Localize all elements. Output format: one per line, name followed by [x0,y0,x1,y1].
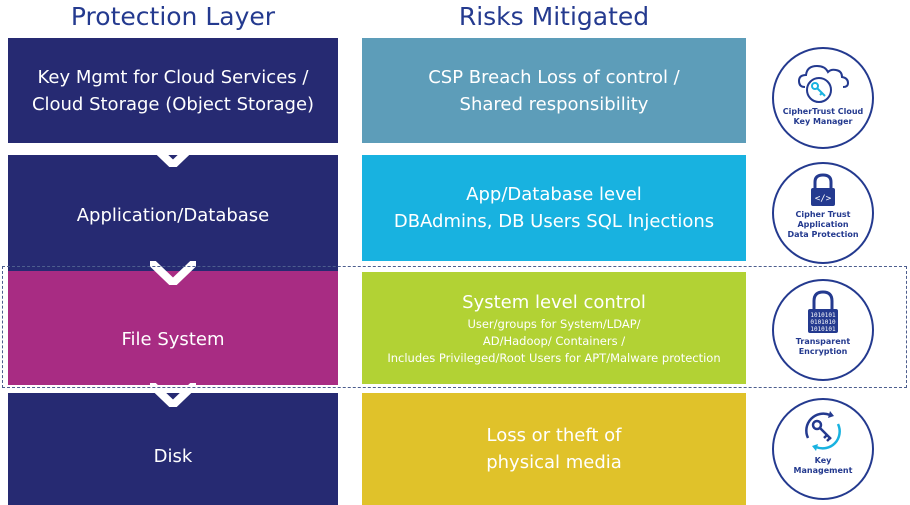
chevron-down-icon [150,143,196,167]
badge-label: Cipher Trust Application Data Protection [787,210,859,239]
layer-label-line1: Key Mgmt for Cloud Services / [37,66,309,88]
badge-label: CipherTrust Cloud Key Manager [782,107,864,126]
badge-transparent-encryption: 1010101 0101010 1010101 Transparent Encr… [772,279,874,381]
badge-label: Key Management [793,456,853,475]
risk-line2: Shared responsibility [459,93,649,115]
risk-line1: Loss or theft of [486,425,622,446]
risk-system-level: System level control User/groups for Sys… [362,272,746,384]
layer-file-system: File System [8,271,338,385]
svg-text:0101010: 0101010 [810,319,836,326]
chevron-down-icon [150,383,196,407]
layer-label-line2: Cloud Storage (Object Storage) [31,93,315,115]
cloud-key-icon [797,64,850,103]
layer-disk: Disk [8,393,338,505]
svg-text:</>: </> [815,194,832,204]
code-lock-icon: </> [811,173,835,206]
risk-line1: CSP Breach Loss of control / [428,66,680,88]
protection-layer-header: Protection Layer [70,2,276,31]
key-cycle-icon [805,411,841,451]
risk-physical-media: Loss or theft of physical media [362,393,746,505]
layer-label: File System [121,328,225,350]
svg-text:1010101: 1010101 [810,326,836,333]
file-system-highlight-frame [2,266,907,388]
layer-label: Application/Database [76,204,270,226]
layer-cloud-key-mgmt: Key Mgmt for Cloud Services / Cloud Stor… [8,38,338,143]
badge-label: Transparent Encryption [795,337,851,356]
risk-line2: DBAdmins, DB Users SQL Injections [393,211,715,232]
risk-sub3: Includes Privileged/Root Users for APT/M… [387,351,721,365]
layer-label: Disk [153,445,193,467]
risk-line1: System level control [462,292,646,313]
chevron-down-icon [150,261,196,285]
badge-ciphertrust-cloud-key-manager: CipherTrust Cloud Key Manager [772,47,874,149]
binary-lock-icon: 1010101 0101010 1010101 [808,290,838,333]
risk-csp-breach: CSP Breach Loss of control / Shared resp… [362,38,746,143]
risk-sub1: User/groups for System/LDAP/ [467,317,641,331]
svg-text:1010101: 1010101 [810,312,836,319]
risk-line1: App/Database level [466,184,642,205]
risk-app-database: App/Database level DBAdmins, DB Users SQ… [362,155,746,261]
risk-line2: physical media [486,452,622,473]
risks-mitigated-header: Risks Mitigated [458,2,650,31]
badge-ciphertrust-application-data-protection: </> Cipher Trust Application Data Protec… [772,162,874,264]
risk-sub2: AD/Hadoop/ Containers / [482,334,626,348]
layer-application-database: Application/Database [8,155,338,271]
badge-key-management: Key Management [772,398,874,500]
